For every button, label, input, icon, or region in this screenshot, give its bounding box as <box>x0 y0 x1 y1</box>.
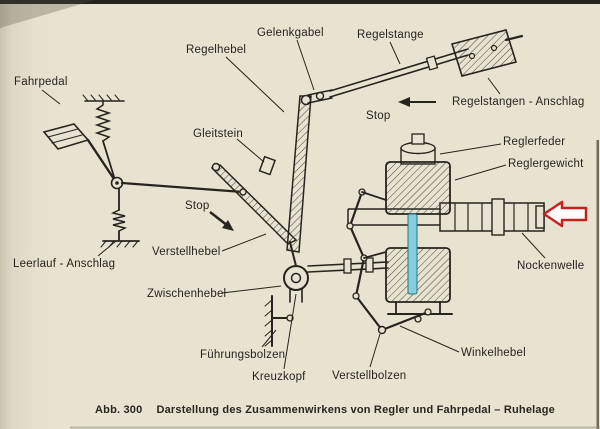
label-reglerfeder: Reglerfeder <box>503 136 566 148</box>
label-kreuzkopf: Kreuzkopf <box>252 371 306 383</box>
camshaft <box>347 198 545 236</box>
label-verstellbolzen: Verstellbolzen <box>332 370 407 382</box>
figure-caption: Abb. 300 Darstellung des Zusammenwirkens… <box>95 404 555 416</box>
label-gelenkgabel: Gelenkgabel <box>257 27 324 39</box>
label-fahrpedal: Fahrpedal <box>14 76 68 88</box>
label-regelhebel: Regelhebel <box>186 44 247 56</box>
pedal-assembly <box>42 94 247 248</box>
label-verstellhebel: Verstellhebel <box>152 246 221 258</box>
linkage-levers <box>210 29 524 347</box>
label-regelstange: Regelstange <box>357 29 424 41</box>
camshaft-direction-arrow <box>542 200 588 228</box>
stop-direction-arrow-2 <box>209 211 234 231</box>
highlighted-governor-rod <box>407 213 418 295</box>
label-winkelhebel: Winkelhebel <box>461 347 526 359</box>
figure-caption-text: Darstellung des Zusammenwirkens von Regl… <box>156 404 555 416</box>
label-stop-verstellhebel: Stop <box>185 200 210 212</box>
label-zwischenhebel: Zwischenhebel <box>147 288 227 300</box>
label-leerlauf-anschlag: Leerlauf - Anschlag <box>13 258 116 270</box>
label-gleitstein: Gleitstein <box>193 128 243 140</box>
label-fuehrungsbolzen: Führungsbolzen <box>200 349 286 361</box>
governor-assembly <box>346 133 453 335</box>
label-nockenwelle: Nockenwelle <box>517 260 585 272</box>
stop-direction-arrow <box>398 97 436 107</box>
label-reglergewicht: Reglergewicht <box>508 158 584 170</box>
label-stop-regelstange: Stop <box>366 110 391 122</box>
label-regelstangen-anschlag: Regelstangen - Anschlag <box>452 96 585 108</box>
figure-number: Abb. 300 <box>95 404 143 416</box>
leader-lines <box>41 39 546 370</box>
